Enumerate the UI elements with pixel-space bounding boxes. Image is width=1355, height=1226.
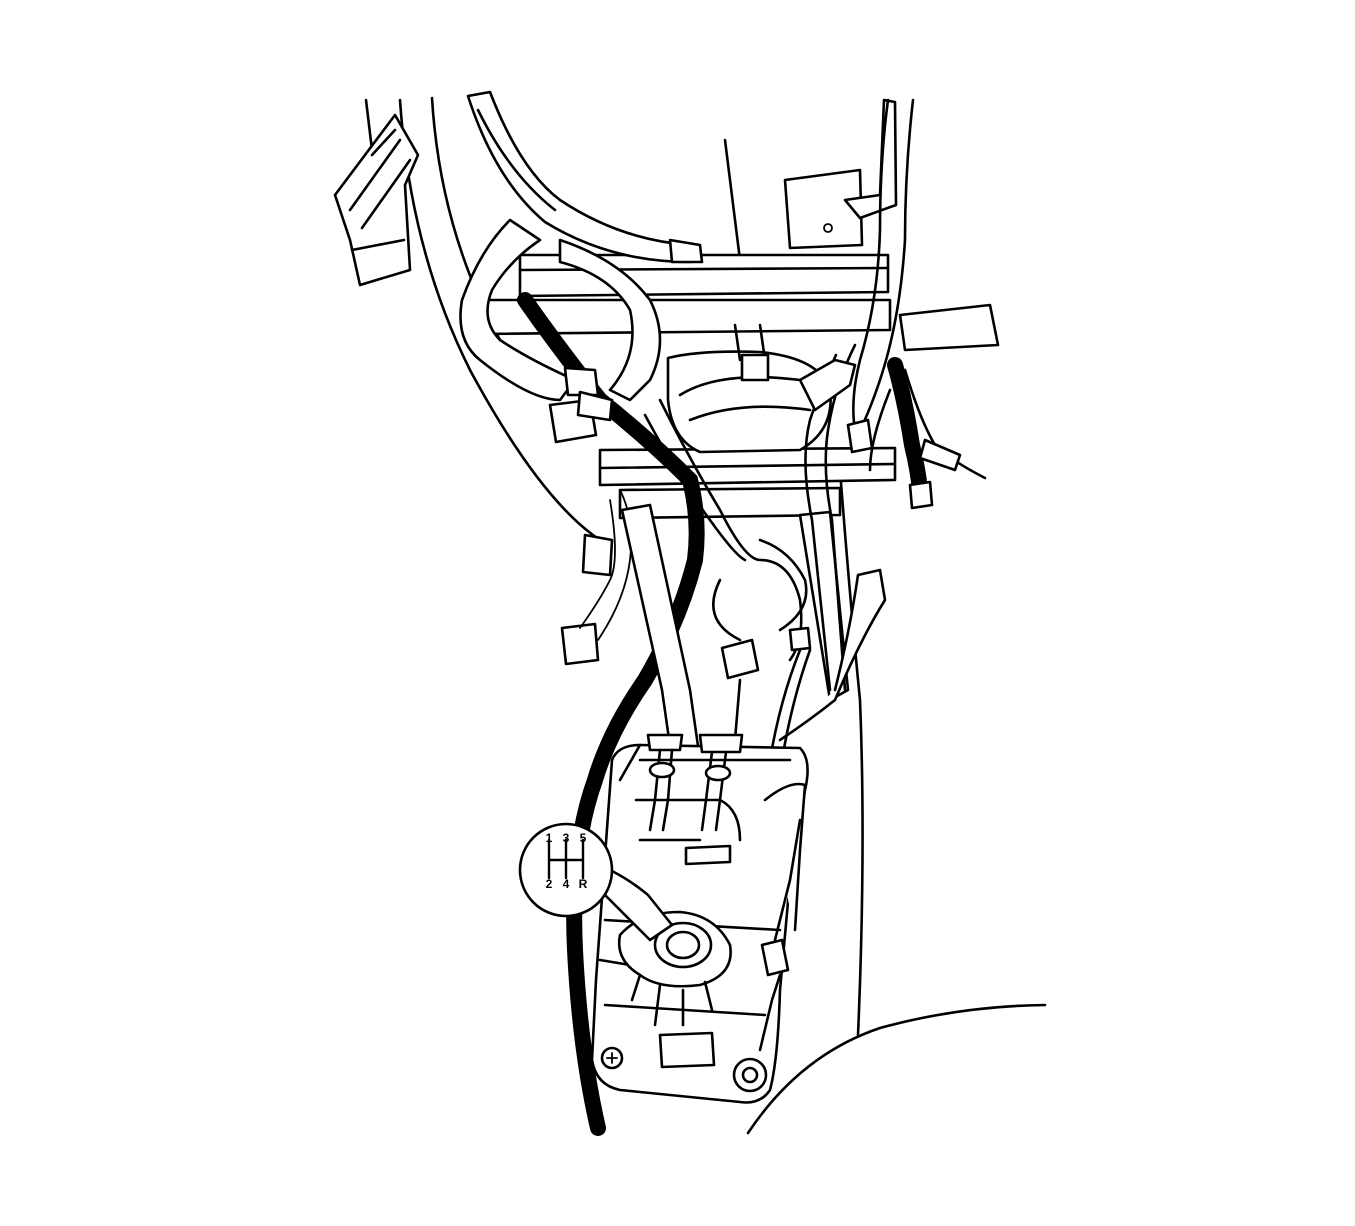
connector-lower-right <box>758 818 802 1052</box>
gear-label-r: R <box>579 877 588 891</box>
upper-harness-tube <box>459 90 704 402</box>
right-bracket <box>783 98 898 250</box>
left-bracket <box>333 113 420 287</box>
right-wires <box>846 98 987 510</box>
floor-tunnel <box>364 96 1047 1135</box>
gear-label-3: 3 <box>563 831 570 845</box>
gear-label-1: 1 <box>546 831 553 845</box>
shifter-column <box>620 343 857 762</box>
shift-knob: 1 3 5 2 4 R <box>518 822 614 918</box>
shift-cables <box>646 733 744 832</box>
gear-label-2: 2 <box>546 877 553 891</box>
shift-pattern: 1 3 5 2 4 R <box>546 831 588 891</box>
connector-upper-left <box>548 366 633 666</box>
shift-lever <box>603 868 732 1027</box>
gear-label-4: 4 <box>563 877 570 891</box>
gear-label-5: 5 <box>580 831 587 845</box>
